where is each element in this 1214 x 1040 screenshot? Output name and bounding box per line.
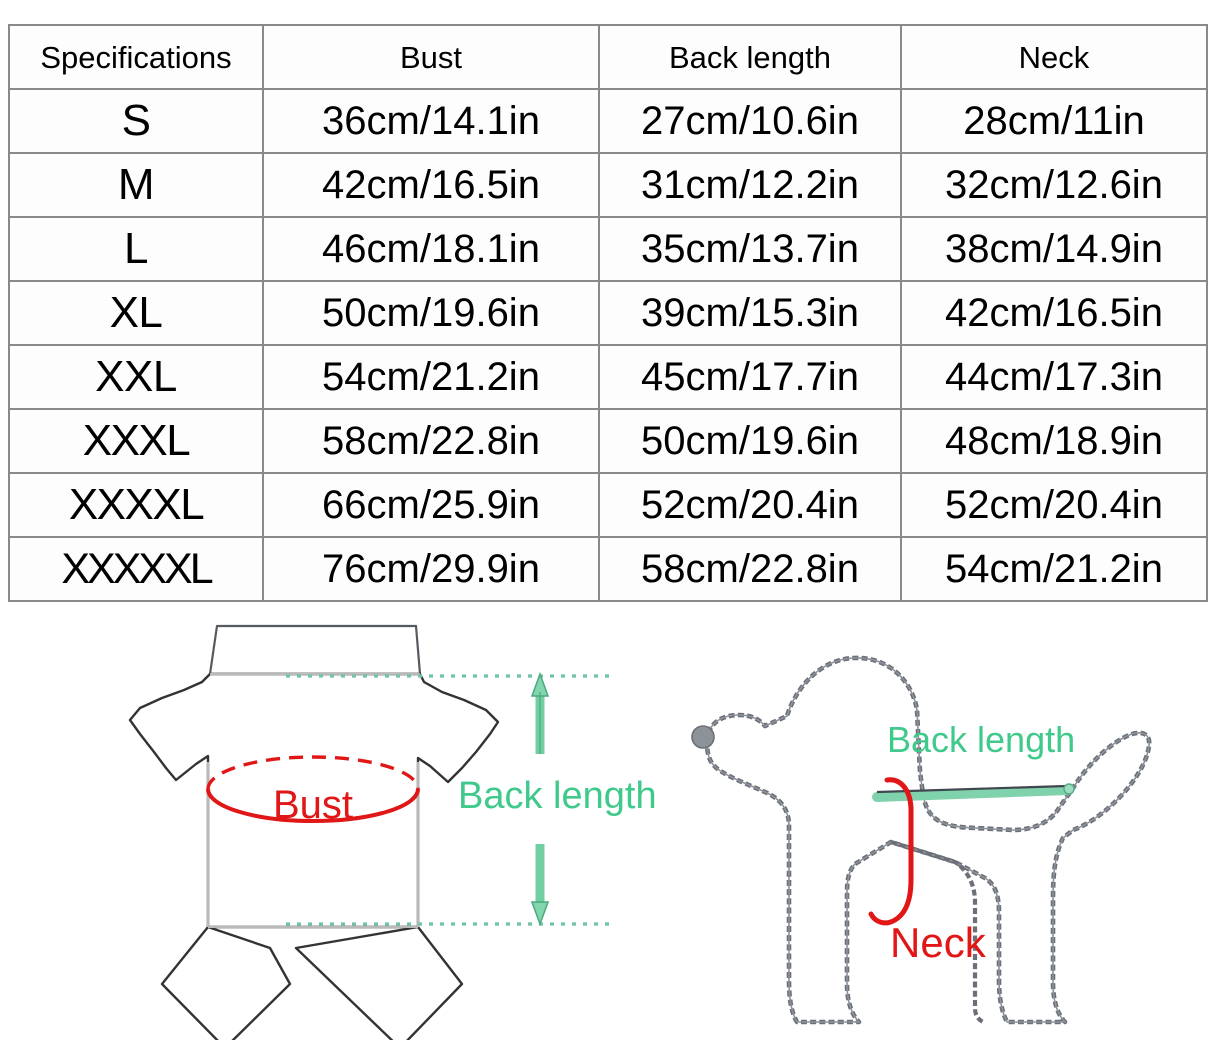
size-chart-table-container: Specifications Bust Back length Neck S 3… (8, 24, 1208, 602)
cell-bust: 76cm/29.9in (262, 536, 600, 602)
cell-neck: 48cm/18.9in (900, 408, 1208, 474)
table-row: S 36cm/14.1in 27cm/10.6in 28cm/11in (8, 88, 1208, 154)
measurement-diagrams: Bust Back length B (0, 612, 1214, 1040)
column-header-bust: Bust (262, 24, 600, 90)
cell-size: XXL (8, 344, 264, 410)
dog-back-length-label: Back length (887, 719, 1075, 760)
size-chart-table: Specifications Bust Back length Neck S 3… (8, 24, 1208, 602)
cell-size: XXXXL (8, 472, 264, 538)
table-row: M 42cm/16.5in 31cm/12.2in 32cm/12.6in (8, 152, 1208, 218)
table-row: XXXXL 66cm/25.9in 52cm/20.4in 52cm/20.4i… (8, 472, 1208, 538)
cell-bust: 66cm/25.9in (262, 472, 600, 538)
bust-measure-ellipse-icon (206, 755, 420, 823)
cell-size: XL (8, 280, 264, 346)
cell-neck: 52cm/20.4in (900, 472, 1208, 538)
cell-neck: 54cm/21.2in (900, 536, 1208, 602)
dog-outline-icon (691, 655, 1152, 1025)
table-body: S 36cm/14.1in 27cm/10.6in 28cm/11in M 42… (8, 88, 1208, 602)
cell-back-length: 31cm/12.2in (598, 152, 902, 218)
cell-size: XXXXXL (8, 536, 264, 602)
cell-neck: 28cm/11in (900, 88, 1208, 154)
shirt-back-length-label: Back length (458, 775, 657, 817)
dog-neck-measure-loop-icon (868, 777, 914, 926)
cell-bust: 54cm/21.2in (262, 344, 600, 410)
column-header-back-length: Back length (598, 24, 902, 90)
cell-size: XXXL (8, 408, 264, 474)
table-row: XXXXXL 76cm/29.9in 58cm/22.8in 54cm/21.2… (8, 536, 1208, 602)
table-header: Specifications Bust Back length Neck (8, 24, 1208, 90)
garment-outline-icon (128, 624, 500, 1040)
table-row: L 46cm/18.1in 35cm/13.7in 38cm/14.9in (8, 216, 1208, 282)
table-header-row: Specifications Bust Back length Neck (8, 24, 1208, 90)
back-length-arrow-icon (530, 671, 550, 927)
cell-back-length: 27cm/10.6in (598, 88, 902, 154)
cell-bust: 36cm/14.1in (262, 88, 600, 154)
dog-diagram: Back length Neck (691, 655, 1152, 1025)
table-row: XL 50cm/19.6in 39cm/15.3in 42cm/16.5in (8, 280, 1208, 346)
cell-bust: 58cm/22.8in (262, 408, 600, 474)
garment-diagram: Bust Back length (128, 624, 657, 1040)
cell-neck: 44cm/17.3in (900, 344, 1208, 410)
cell-bust: 50cm/19.6in (262, 280, 600, 346)
cell-bust: 42cm/16.5in (262, 152, 600, 218)
cell-neck: 32cm/12.6in (900, 152, 1208, 218)
cell-size: M (8, 152, 264, 218)
table-row: XXL 54cm/21.2in 45cm/17.7in 44cm/17.3in (8, 344, 1208, 410)
dog-nose-icon (691, 725, 715, 749)
cell-back-length: 52cm/20.4in (598, 472, 902, 538)
column-header-neck: Neck (900, 24, 1208, 90)
cell-back-length: 35cm/13.7in (598, 216, 902, 282)
bust-label: Bust (273, 783, 353, 827)
dog-neck-label: Neck (890, 919, 987, 966)
cell-size: S (8, 88, 264, 154)
cell-neck: 42cm/16.5in (900, 280, 1208, 346)
table-row: XXXL 58cm/22.8in 50cm/19.6in 48cm/18.9in (8, 408, 1208, 474)
cell-bust: 46cm/18.1in (262, 216, 600, 282)
cell-back-length: 50cm/19.6in (598, 408, 902, 474)
cell-back-length: 39cm/15.3in (598, 280, 902, 346)
cell-back-length: 45cm/17.7in (598, 344, 902, 410)
cell-back-length: 58cm/22.8in (598, 536, 902, 602)
column-header-specifications: Specifications (8, 24, 264, 90)
cell-neck: 38cm/14.9in (900, 216, 1208, 282)
cell-size: L (8, 216, 264, 282)
